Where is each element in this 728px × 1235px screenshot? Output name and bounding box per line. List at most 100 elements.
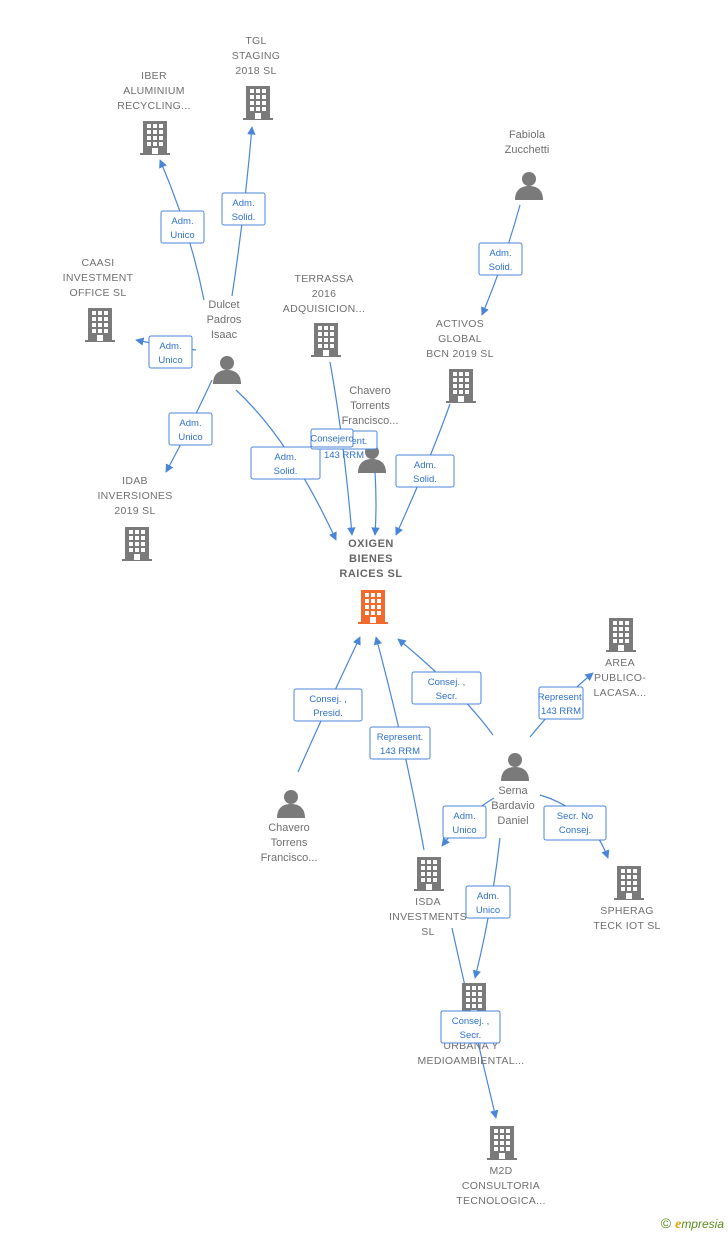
node-label-line: CONSULTORIA — [462, 1180, 540, 1192]
edge-label-box — [160, 210, 205, 244]
edge-label-text: Unico — [452, 825, 476, 836]
edge-label-box — [478, 242, 523, 276]
edge-label-box — [440, 1010, 501, 1044]
brand-name: mpresia — [681, 1217, 724, 1231]
edge-label-text: Adm. — [414, 460, 436, 471]
edge-label-e13[interactable]: Represent.143 RRM — [538, 686, 584, 720]
node-label-line: BCN 2019 SL — [426, 348, 494, 360]
edge-label-e2[interactable]: Adm.Solid. — [221, 192, 266, 226]
edge-label-box — [442, 805, 487, 839]
building-icon — [606, 618, 636, 652]
edge-label-e8[interactable]: Adm. Solid. — [395, 454, 455, 488]
edge-label-text: Solid. — [413, 474, 437, 485]
edge-label-box — [221, 192, 266, 226]
edge-label-text: Adm. — [477, 891, 499, 902]
copyright-icon: © — [660, 1215, 672, 1231]
edge-label-text: Adm. — [232, 198, 254, 209]
building-icon — [414, 857, 444, 891]
edge-label-e14[interactable]: Adm.Unico — [442, 805, 487, 839]
node-label-line: Torrents — [350, 400, 390, 412]
building-icon — [614, 866, 644, 900]
node-label-line: INVESTMENTS — [389, 911, 467, 923]
node-label-line: Bardavio — [491, 800, 534, 812]
node-label-line: Dulcet — [208, 299, 239, 311]
edge-label-text: Unico — [158, 355, 182, 366]
edge-label-text: Adm. — [179, 418, 201, 429]
edge-label-e7[interactable]: Consejero — [310, 428, 354, 448]
node-chavero1[interactable]: ChaveroTorrentsFrancisco... — [342, 385, 399, 473]
edge-label-e12[interactable]: Consej. ,Secr. — [411, 671, 482, 705]
node-label-line: TGL — [245, 35, 266, 47]
edge-label-box — [293, 688, 363, 722]
node-label-line: RAICES SL — [339, 568, 402, 580]
edge-label-e4[interactable]: Adm. Unico — [168, 412, 213, 446]
edge-label-e18[interactable]: Consej. , Secr. — [440, 1010, 501, 1044]
node-iber[interactable]: IBERALUMINIUMRECYCLING... — [117, 70, 191, 155]
edge-label-text: Adm. — [159, 341, 181, 352]
edge-label-text: Unico — [476, 905, 500, 916]
person-icon — [515, 172, 543, 200]
edge-label-text: 143 RRM — [380, 746, 420, 757]
edge-label-text: Secr. — [460, 1030, 482, 1041]
edge-label-text: Adm. — [274, 452, 296, 463]
node-label-line: M2D — [489, 1165, 512, 1177]
edge-label-text: Consejero — [310, 434, 353, 445]
node-chavero2[interactable]: ChaveroTorrensFrancisco... — [261, 790, 318, 864]
edge-label-text: 143 RRM — [324, 450, 364, 461]
building-icon — [243, 86, 273, 120]
edge-label-box — [250, 446, 321, 480]
node-label-line: Chavero — [268, 822, 310, 834]
edge-label-box — [310, 428, 354, 448]
edge-label-e9[interactable]: Adm.Solid. — [478, 242, 523, 276]
edge-label-text: 143 RRM — [541, 706, 581, 717]
edge-label-text: Unico — [170, 230, 194, 241]
node-label-line: Zucchetti — [505, 144, 550, 156]
edge-label-text: Consej. , — [309, 694, 347, 705]
edge-label-e1[interactable]: Adm.Unico — [160, 210, 205, 244]
node-label-line: MEDIOAMBIENTAL... — [417, 1055, 524, 1067]
labels-layer: Adm.UnicoAdm.Solid.Adm.UnicoAdm.UnicoAdm… — [148, 192, 607, 1044]
edge-label-e11[interactable]: Represent.143 RRM — [369, 726, 431, 760]
node-label-line: INVESTMENT — [63, 272, 134, 284]
node-label-line: LACASA... — [594, 687, 647, 699]
node-label-line: RECYCLING... — [117, 100, 191, 112]
brand-initial: e — [675, 1217, 682, 1232]
node-label-line: Francisco... — [342, 415, 399, 427]
edge-label-text: Solid. — [489, 262, 513, 273]
node-terrassa[interactable]: TERRASSA2016ADQUISICION... — [283, 273, 365, 357]
node-label-line: OFFICE SL — [70, 287, 127, 299]
edge-label-e5[interactable]: Adm. Solid. — [250, 446, 321, 480]
node-label-line: GLOBAL — [438, 333, 482, 345]
edge-label-text: Unico — [178, 432, 202, 443]
edge-label-box — [538, 686, 584, 720]
edge-label-text: Consej. , — [452, 1016, 490, 1027]
node-label-line: Daniel — [497, 815, 528, 827]
node-label-line: ACTIVOS — [436, 318, 484, 330]
node-label-line: 2016 — [312, 288, 337, 300]
node-label-line: 2018 SL — [235, 65, 276, 77]
edge-label-e15[interactable]: Adm. Unico — [465, 885, 511, 919]
node-label-line: IDAB — [122, 475, 148, 487]
node-m2d[interactable]: M2DCONSULTORIATECNOLOGICA... — [456, 1126, 545, 1207]
node-label-line: AREA — [605, 657, 635, 669]
node-activos[interactable]: ACTIVOS GLOBAL BCN 2019 SL — [426, 318, 494, 403]
node-label-line: SPHERAG — [600, 905, 653, 917]
edge-label-e3[interactable]: Adm. Unico — [148, 335, 193, 369]
edge-label-text: Solid. — [274, 466, 298, 477]
edge-label-e10[interactable]: Consej. ,Presid. — [293, 688, 363, 722]
footer-brand[interactable]: ©empresia — [661, 1215, 724, 1233]
edge-label-box — [148, 335, 193, 369]
node-area[interactable]: AREAPUBLICO-LACASA... — [594, 618, 647, 699]
